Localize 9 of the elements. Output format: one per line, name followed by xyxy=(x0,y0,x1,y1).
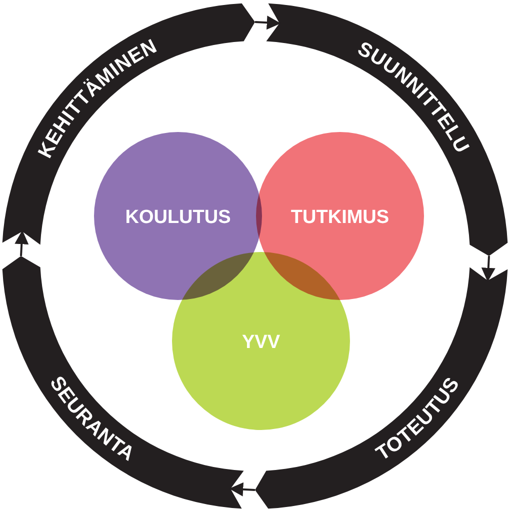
arrow xyxy=(481,256,496,282)
venn-circle xyxy=(172,252,350,430)
circle-label: TUTKIMUS xyxy=(290,207,390,228)
circle-label: KOULUTUS xyxy=(125,207,231,228)
circle-label: YVV xyxy=(242,332,280,353)
arrow xyxy=(254,16,281,30)
arrow xyxy=(229,482,256,496)
ring-arrow-segment xyxy=(2,256,244,509)
arrow xyxy=(14,230,29,256)
